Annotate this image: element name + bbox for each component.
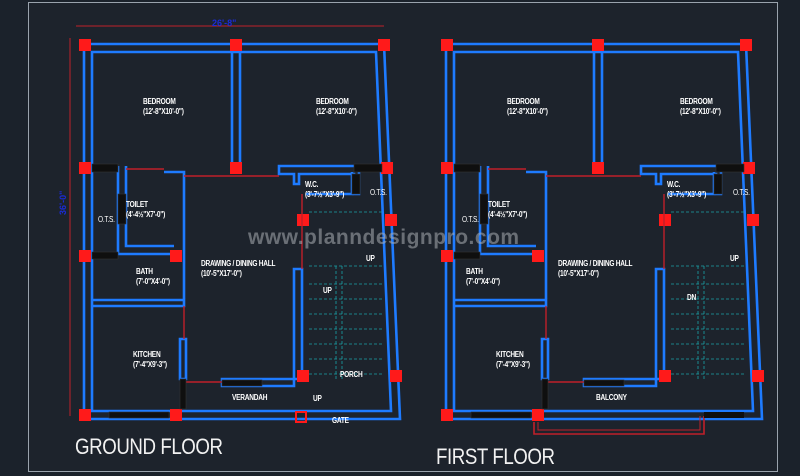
room-ots-right: O.T.S. <box>733 188 750 197</box>
room-porch: PORCH <box>340 370 363 379</box>
watermark: www.planndesignpro.com <box>248 226 520 249</box>
room-drawing-dining-hall: DRAWING / DINING HALL(10'-5"X17'-0") <box>558 259 633 278</box>
stair-label-dn: DN <box>687 293 696 302</box>
first-floor-plan <box>439 37 766 435</box>
room-bedroom-2: BEDROOM(12'-8"X10'-0") <box>680 97 721 116</box>
room-wc: W.C.(3'-7½"X3'-9") <box>305 180 345 199</box>
stair-label-up-1: UP <box>366 254 375 263</box>
room-drawing-dining-hall: DRAWING / DINING HALL(10'-5"X17'-0") <box>201 259 276 278</box>
room-kitchen: KITCHEN(7'-4"X9'-3") <box>496 350 530 369</box>
room-bedroom-2: BEDROOM(12'-8"X10'-0") <box>316 97 357 116</box>
room-ots-left: O.T.S. <box>462 215 479 224</box>
stair-label-up-2: UP <box>323 286 332 295</box>
room-wc: W.C.(3'-7½"X3'-9") <box>667 180 707 199</box>
room-toilet: TOILET(4'-4½"X7'-0") <box>126 200 166 219</box>
width-dimension: 26'-8" <box>212 18 237 28</box>
room-kitchen: KITCHEN(7'-4"X9'-3") <box>133 350 167 369</box>
room-ots-right: O.T.S. <box>370 188 387 197</box>
stair-label-up-3: UP <box>313 394 322 403</box>
ground-floor-title: GROUND FLOOR <box>75 434 223 459</box>
room-bath: BATH(7'-0"X4'-0") <box>136 267 170 286</box>
gate-label: GATE <box>332 416 349 425</box>
room-balcony: BALCONY <box>596 393 627 402</box>
room-bath: BATH(7'-0"X4'-0") <box>466 267 500 286</box>
first-floor-title: FIRST FLOOR <box>436 444 555 469</box>
stair-label-up: UP <box>730 254 739 263</box>
room-bedroom-1: BEDROOM(12'-8"X10'-0") <box>507 97 548 116</box>
drawing-frame <box>28 2 778 472</box>
room-toilet: TOILET(4'-4½"X7'-0") <box>488 200 528 219</box>
ground-floor-plan <box>69 25 404 423</box>
depth-dimension: 36'-0" <box>58 190 68 215</box>
room-ots-left: O.T.S. <box>98 215 115 224</box>
room-bedroom-1: BEDROOM(12'-8"X10'-0") <box>143 97 184 116</box>
room-verandah: VERANDAH <box>232 393 268 402</box>
